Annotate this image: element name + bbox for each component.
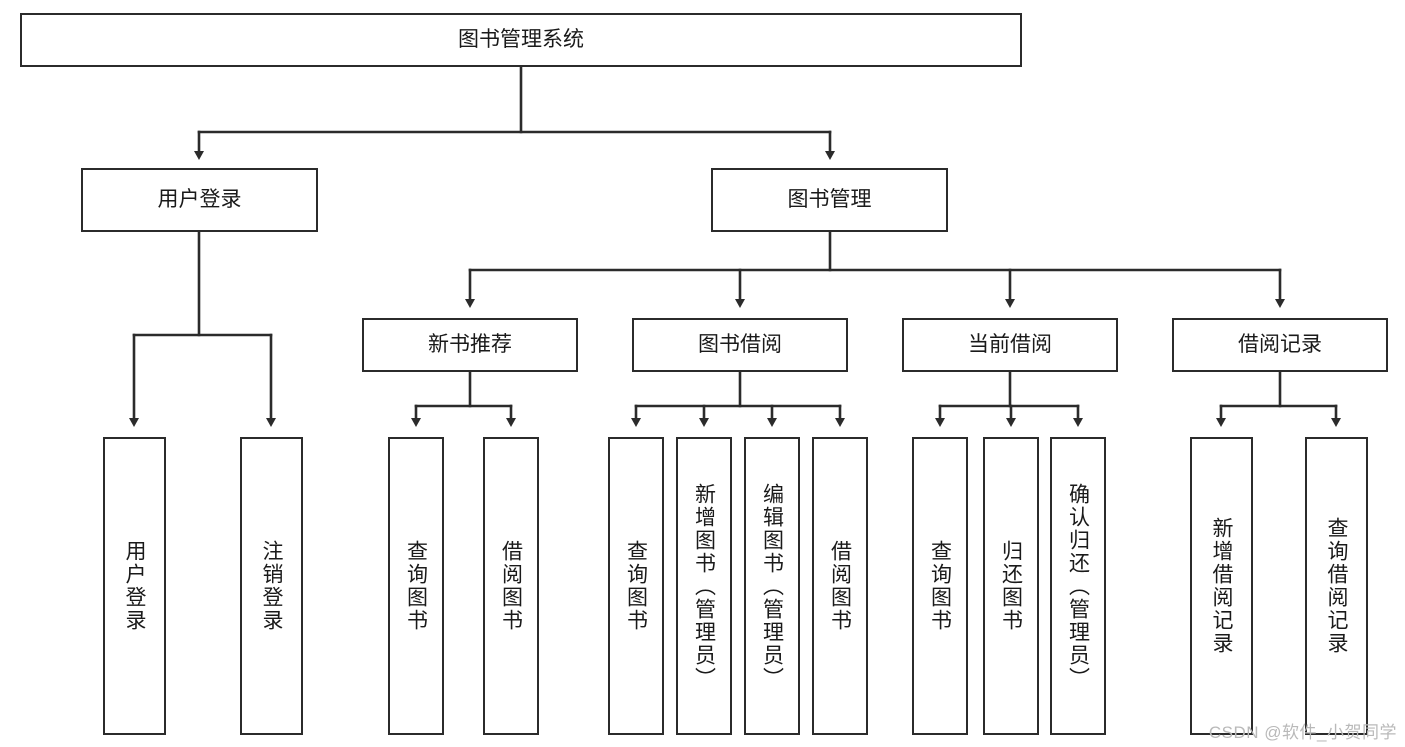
node-leaf-borrow-book-2[interactable]: 借阅图书 — [812, 437, 868, 735]
node-leaf-user-logout-label: 注销登录 — [260, 540, 283, 632]
node-leaf-query-book-2[interactable]: 查询图书 — [608, 437, 664, 735]
node-current-borrow[interactable]: 当前借阅 — [902, 318, 1118, 372]
node-book-manage-label: 图书管理 — [787, 187, 872, 211]
node-book-manage[interactable]: 图书管理 — [711, 168, 948, 232]
node-leaf-query-book-3-label: 查询图书 — [928, 540, 952, 632]
node-root-label: 图书管理系统 — [458, 27, 584, 51]
node-leaf-return-book[interactable]: 归还图书 — [983, 437, 1039, 735]
node-leaf-borrow-book-1-label: 借阅图书 — [499, 540, 523, 632]
node-leaf-add-borrow-record-label: 新增借阅记录 — [1210, 517, 1233, 655]
node-leaf-edit-book[interactable]: 编辑图书（管理员） — [744, 437, 800, 735]
node-new-book-recommend[interactable]: 新书推荐 — [362, 318, 578, 372]
node-leaf-query-borrow-record-label: 查询借阅记录 — [1325, 517, 1348, 655]
node-leaf-edit-book-label: 编辑图书（管理员） — [760, 482, 784, 690]
node-borrow-record-label: 借阅记录 — [1238, 332, 1322, 356]
node-leaf-user-login-label: 用户登录 — [123, 540, 146, 632]
node-leaf-query-book-1-label: 查询图书 — [404, 540, 428, 632]
node-book-borrow-label: 图书借阅 — [698, 332, 782, 356]
node-leaf-confirm-return[interactable]: 确认归还（管理员） — [1050, 437, 1106, 735]
node-borrow-record[interactable]: 借阅记录 — [1172, 318, 1388, 372]
node-leaf-query-borrow-record[interactable]: 查询借阅记录 — [1305, 437, 1368, 735]
node-leaf-query-book-3[interactable]: 查询图书 — [912, 437, 968, 735]
node-user-login[interactable]: 用户登录 — [81, 168, 318, 232]
node-user-login-label: 用户登录 — [157, 187, 242, 211]
node-current-borrow-label: 当前借阅 — [968, 332, 1052, 356]
node-new-book-recommend-label: 新书推荐 — [428, 332, 512, 356]
node-leaf-query-book-2-label: 查询图书 — [624, 540, 648, 632]
node-leaf-borrow-book-2-label: 借阅图书 — [828, 540, 852, 632]
node-leaf-borrow-book-1[interactable]: 借阅图书 — [483, 437, 539, 735]
node-book-borrow[interactable]: 图书借阅 — [632, 318, 848, 372]
node-leaf-add-borrow-record[interactable]: 新增借阅记录 — [1190, 437, 1253, 735]
node-leaf-user-login[interactable]: 用户登录 — [103, 437, 166, 735]
node-root[interactable]: 图书管理系统 — [20, 13, 1022, 67]
node-leaf-user-logout[interactable]: 注销登录 — [240, 437, 303, 735]
node-leaf-confirm-return-label: 确认归还（管理员） — [1066, 482, 1090, 690]
node-leaf-add-book-label: 新增图书（管理员） — [692, 482, 716, 690]
node-leaf-query-book-1[interactable]: 查询图书 — [388, 437, 444, 735]
node-leaf-add-book[interactable]: 新增图书（管理员） — [676, 437, 732, 735]
node-leaf-return-book-label: 归还图书 — [999, 540, 1023, 632]
